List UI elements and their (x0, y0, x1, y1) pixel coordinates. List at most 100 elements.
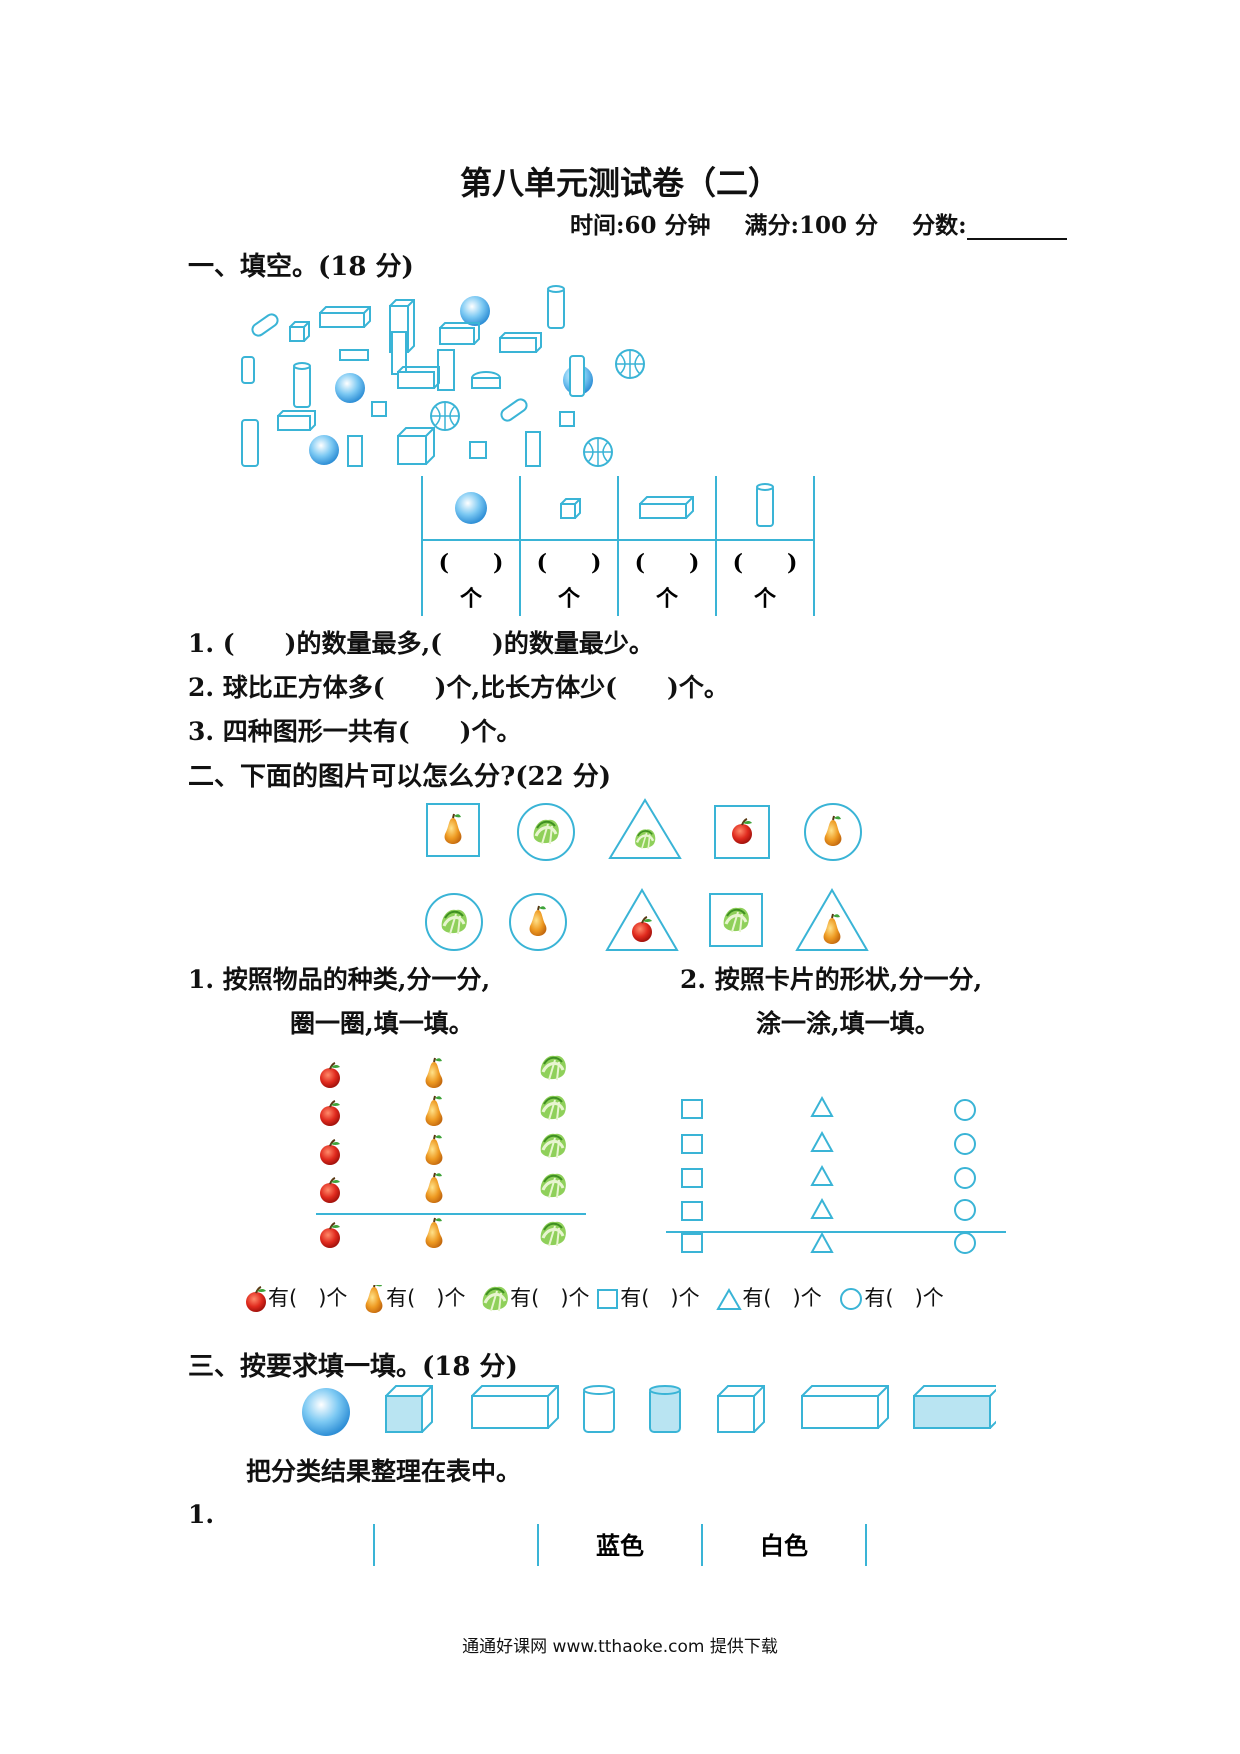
count-unit: 个 (558, 586, 581, 612)
section3-heading: 三、按要求填一填。(18 分) (188, 1352, 518, 1382)
page-title: 第八单元测试卷（二） (459, 164, 780, 202)
cluster-cube (371, 401, 387, 417)
count-table: ( ) ( ) ( ) ( ) 个 个 个 个 (421, 476, 815, 616)
cabbage-count[interactable]: 有( )个 (510, 1286, 590, 1310)
card-circle-cabbage (425, 893, 483, 951)
count-blank[interactable]: ( ) (439, 550, 504, 576)
sub2-line1: 2. 按照卡片的形状,分一分, (680, 965, 983, 994)
cluster-ball (583, 437, 613, 467)
triangle-count[interactable]: 有( )个 (742, 1286, 822, 1310)
cluster-sphere (460, 296, 490, 326)
header-blue: 蓝色 (596, 1531, 644, 1560)
cluster-ball (430, 401, 460, 431)
pear-icon (364, 1282, 384, 1314)
cluster-cube (559, 411, 575, 427)
apple-icon (245, 1286, 267, 1313)
time-limit: 时间:60 分钟 (570, 212, 711, 239)
footer: 通通好课网 www.tthaoke.com 提供下载 (462, 1637, 778, 1657)
score-label: 分数: (912, 212, 967, 239)
score-blank[interactable] (966, 216, 1067, 240)
triangle-icon (716, 1288, 743, 1310)
fill-row: 有( )个 有( )个 有( )个 有( )个 有( )个 有( )个 (244, 1282, 944, 1314)
row-sphere-blue (302, 1388, 350, 1436)
card-square-apple (714, 805, 770, 859)
cluster-cylinder (547, 285, 565, 329)
cluster-ball (615, 349, 645, 379)
row-cube-blue (385, 1385, 433, 1433)
card-triangle-pear (795, 888, 869, 951)
row-cube-white (717, 1385, 765, 1433)
exam-meta: 时间:60 分钟 满分:100 分 分数: (570, 206, 1093, 240)
count-unit: 个 (460, 586, 483, 612)
cluster-cylinder (241, 419, 259, 467)
sorting-grids (316, 1054, 1006, 1254)
section3-number: 1. (188, 1500, 215, 1529)
card-triangle-apple (605, 888, 679, 951)
card-triangle-cabbage (608, 798, 682, 859)
card-square-pear (426, 803, 480, 857)
header-cylinder-icon (756, 483, 774, 527)
picture-cards (425, 798, 869, 951)
header-cube-icon (560, 498, 581, 519)
square-icon (597, 1289, 619, 1309)
cluster-cuboid-tall (437, 349, 455, 391)
sub2-line2: 涂一涂,填一填。 (756, 1009, 940, 1038)
question-1-1: 1. ( )的数量最多,( )的数量最少。 (188, 629, 654, 658)
count-unit: 个 (754, 586, 777, 612)
question-1-3: 3. 四种图形一共有( )个。 (188, 717, 522, 746)
card-square-cabbage (709, 893, 763, 947)
cluster-cuboid-tall (525, 431, 541, 467)
cluster-cuboid (339, 349, 369, 361)
card-circle-pear (509, 893, 567, 951)
row-cylinder-blue (649, 1385, 681, 1433)
count-unit: 个 (656, 586, 679, 612)
card-circle-pear (804, 803, 862, 861)
row-cuboid-white (471, 1385, 559, 1429)
circle-icon (840, 1288, 863, 1310)
pear-count[interactable]: 有( )个 (386, 1286, 466, 1310)
cluster-sphere (309, 435, 339, 465)
section1-heading: 一、填空。(18 分) (188, 252, 414, 282)
cluster-sphere (335, 373, 365, 403)
cluster-cube (397, 427, 435, 465)
row-cuboid-blue (913, 1385, 996, 1429)
header-white: 白色 (760, 1531, 808, 1560)
section3-instruction: 把分类结果整理在表中。 (246, 1457, 522, 1486)
count-blank[interactable]: ( ) (537, 550, 602, 576)
sub1-line1: 1. 按照物品的种类,分一分, (188, 965, 491, 994)
header-cuboid-icon (639, 496, 694, 519)
cluster-cylinder (569, 355, 585, 397)
apple-count[interactable]: 有( )个 (268, 1286, 348, 1310)
cluster-cube (289, 321, 310, 342)
cabbage-icon (481, 1285, 510, 1313)
cluster-cylinder-tilted (500, 398, 528, 422)
cluster-cuboid (319, 306, 371, 328)
question-1-2: 2. 球比正方体多( )个,比长方体少( )个。 (188, 673, 729, 702)
count-blank[interactable]: ( ) (733, 550, 798, 576)
cluster-cylinder-flat (471, 371, 501, 389)
cluster-cylinder-tilted (251, 313, 279, 337)
full-marks: 满分:100 分 (744, 212, 879, 239)
shape-row (302, 1385, 996, 1436)
shape-cluster (241, 285, 645, 467)
shape-grid (666, 1095, 1006, 1254)
card-circle-cabbage (517, 803, 575, 861)
cluster-cube (469, 441, 487, 459)
row-cuboid-white (801, 1385, 889, 1429)
color-table: 蓝色 白色 (373, 1524, 867, 1566)
circle-count[interactable]: 有( )个 (864, 1286, 944, 1310)
fruit-grid (316, 1054, 586, 1249)
cluster-cuboid (277, 410, 316, 431)
cluster-cylinder (293, 362, 311, 408)
cluster-cylinder (241, 356, 255, 384)
row-cylinder-white (583, 1385, 615, 1433)
cluster-cuboid-tall (347, 435, 363, 467)
cluster-cuboid (439, 322, 480, 345)
square-count[interactable]: 有( )个 (620, 1286, 700, 1310)
cluster-cuboid (397, 366, 440, 389)
cluster-cuboid (499, 332, 542, 353)
section2-heading: 二、下面的图片可以怎么分?(22 分) (188, 762, 612, 792)
header-sphere-icon (455, 492, 487, 524)
sub1-line2: 圈一圈,填一填。 (290, 1009, 474, 1038)
count-blank[interactable]: ( ) (635, 550, 700, 576)
